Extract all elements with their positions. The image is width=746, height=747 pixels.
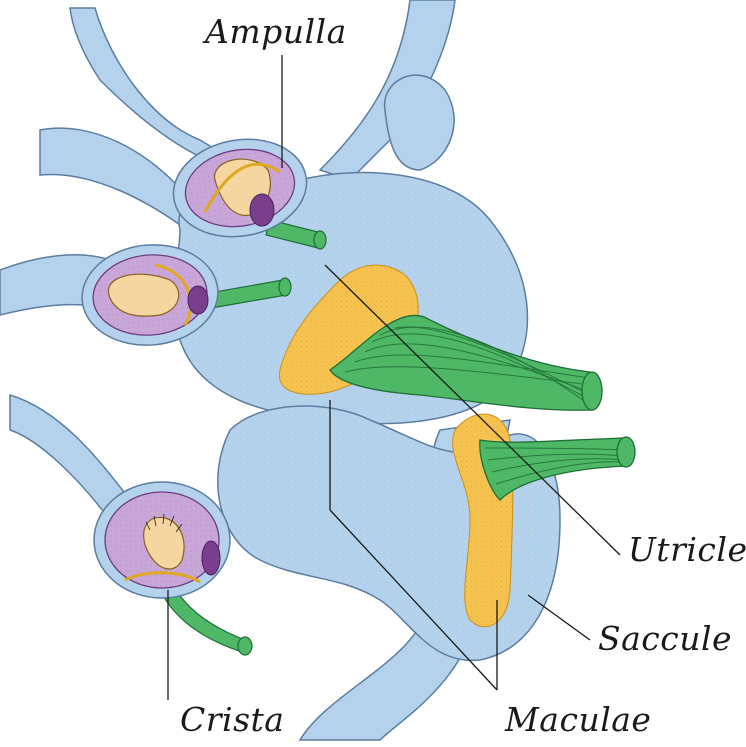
crista-middle bbox=[108, 274, 178, 316]
label-ampulla: Ampulla bbox=[205, 12, 347, 51]
nerve-saccule-end bbox=[617, 437, 635, 467]
ampulla-bottom bbox=[94, 482, 230, 598]
label-saccule: Saccule bbox=[598, 619, 732, 658]
label-crista: Crista bbox=[180, 700, 284, 739]
nerve-utricle-end bbox=[582, 372, 602, 410]
canal-lobe bbox=[385, 75, 455, 170]
label-utricle: Utricle bbox=[628, 530, 746, 569]
label-maculae: Maculae bbox=[505, 700, 651, 739]
